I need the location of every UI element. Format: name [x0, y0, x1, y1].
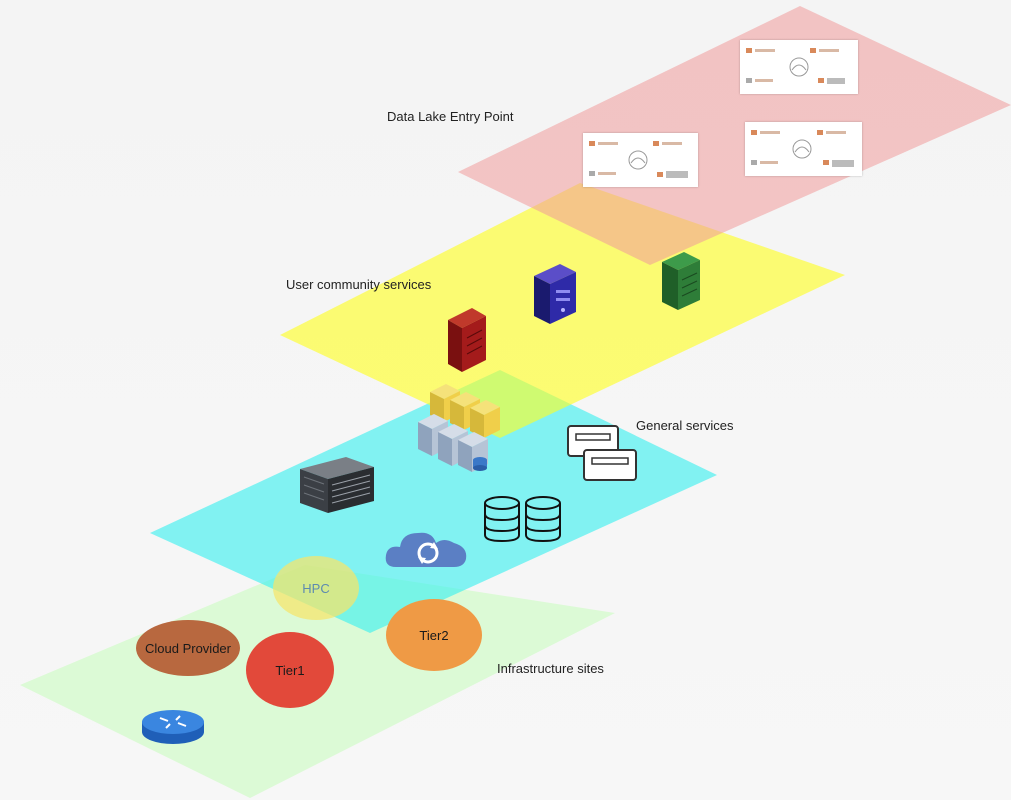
file-server-icon [418, 384, 500, 472]
green-server-icon [662, 252, 700, 310]
site-label: Tier2 [419, 627, 449, 643]
site-cloud-provider: Cloud Provider [136, 620, 240, 676]
site-label: HPC [302, 580, 330, 596]
router-icon [142, 710, 204, 744]
blade-server-icon [300, 457, 374, 513]
purple-server-icon [534, 264, 576, 324]
data-lake-label: Data Lake Entry Point [387, 109, 514, 124]
user-community-label: User community services [286, 277, 432, 292]
infrastructure-label: Infrastructure sites [497, 661, 604, 676]
dashboard-panel-icon [583, 133, 698, 187]
site-label: Cloud Provider [145, 640, 231, 656]
database-icon [484, 496, 561, 543]
red-server-icon [448, 308, 486, 372]
dashboard-panel-icon [745, 122, 862, 176]
data-lake-plane [458, 6, 1011, 265]
site-hpc: HPC [273, 556, 359, 620]
site-tier2: Tier2 [386, 599, 482, 671]
general-services-label: General services [636, 418, 734, 433]
cloud-sync-icon [385, 532, 467, 567]
cabinet-icon [567, 425, 637, 481]
site-label: Tier1 [275, 662, 305, 678]
dashboard-panel-icon [740, 40, 858, 94]
site-tier1: Tier1 [246, 632, 334, 708]
